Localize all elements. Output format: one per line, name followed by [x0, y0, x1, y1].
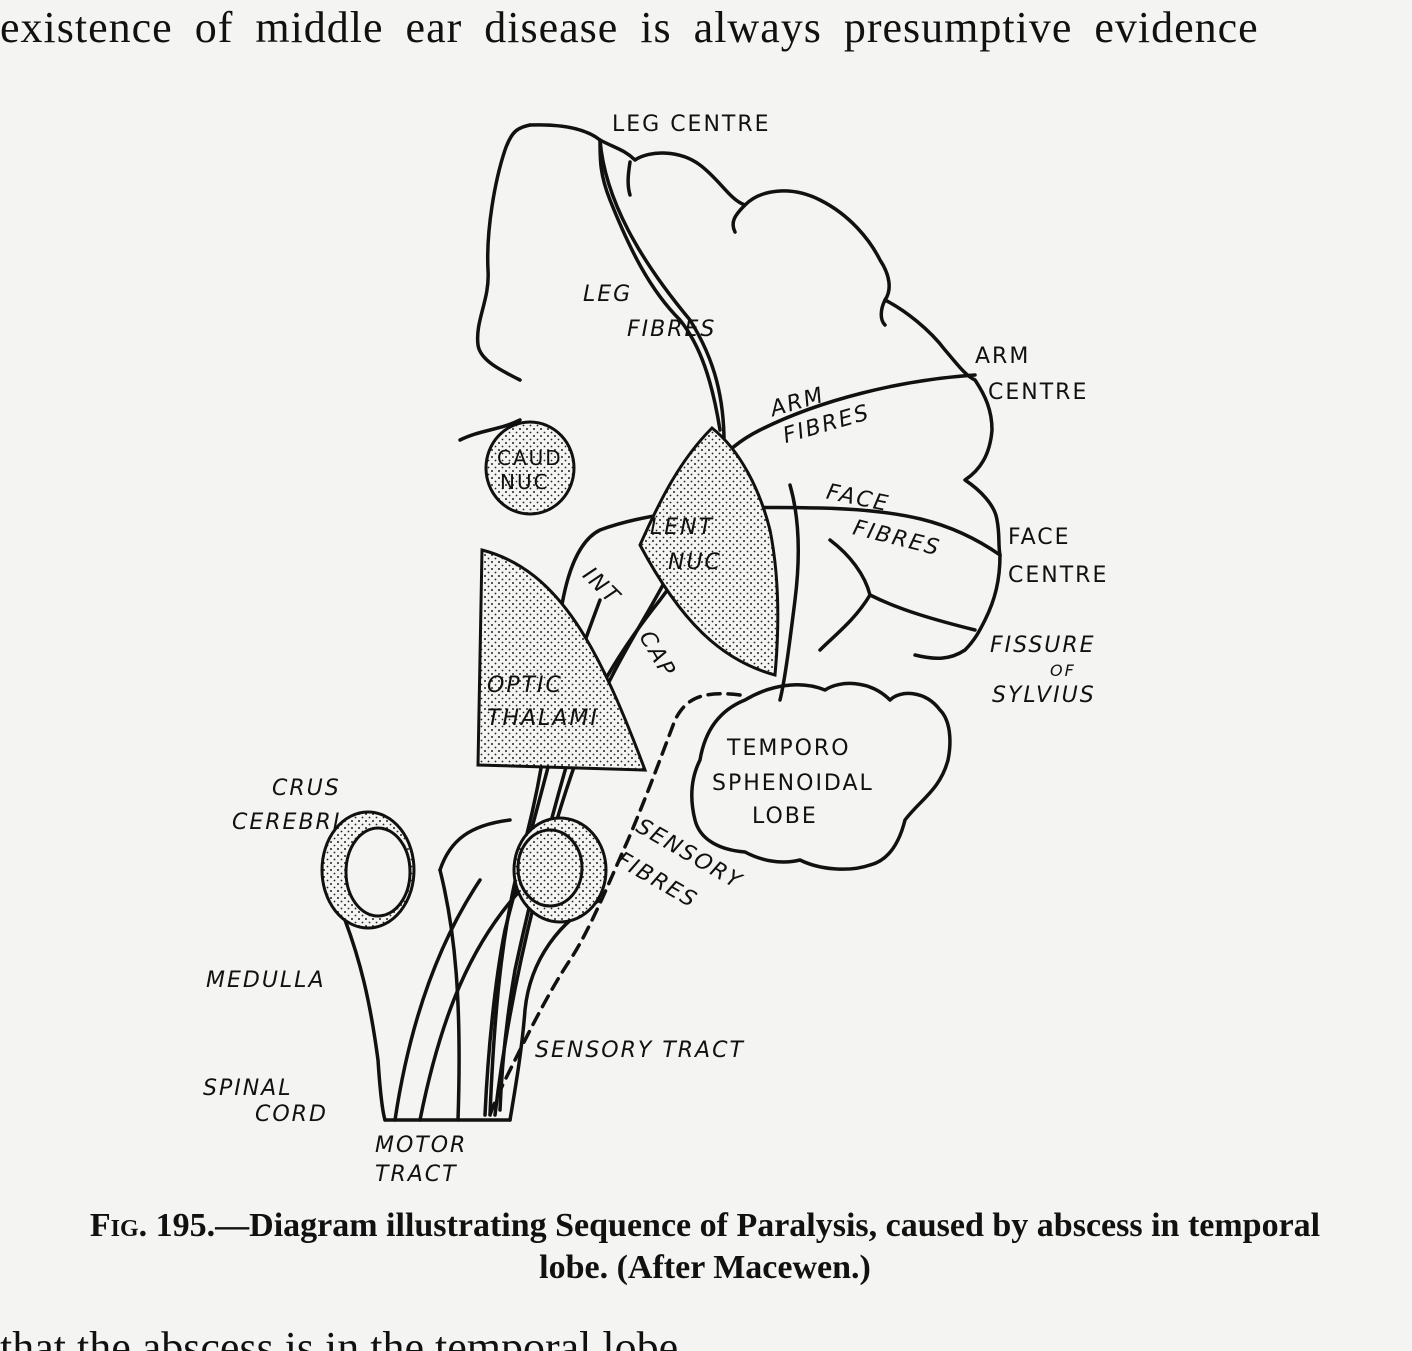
peduncle-mid [438, 818, 512, 872]
motor-line-2 [418, 878, 532, 1122]
peduncle-mid-down [438, 868, 461, 1122]
label-crus-1: CRUS [272, 776, 341, 801]
hemisphere-left-edge [475, 123, 532, 382]
label-caud-nuc-1: CAUD [497, 446, 563, 470]
label-medulla: MEDULLA [206, 968, 326, 993]
label-fissure-3: SYLVIUS [992, 683, 1096, 708]
lentiform-nucleus [638, 425, 780, 677]
peduncle-left [343, 918, 387, 1122]
label-lent-nuc-2: NUC [668, 550, 722, 575]
label-temporo-2: SPHENOIDAL [712, 771, 874, 796]
label-temporo-1: TEMPORO [727, 736, 851, 761]
body-text-bottom: that the abscess is in the temporal lobe [0, 1323, 679, 1351]
brainstem-outline-left [458, 418, 522, 442]
figure-number: Fig. 195. [89, 1207, 216, 1244]
sylvian-fissure [818, 538, 872, 652]
label-leg-fibres-1: LEG [583, 282, 633, 307]
crus-cerebri-left [320, 810, 416, 930]
gyrus-top-mid [731, 203, 747, 234]
label-face-centre-2: CENTRE [1008, 563, 1109, 588]
label-crus-2: CEREBRI [232, 810, 342, 835]
caudate-nucleus [484, 420, 576, 516]
label-leg-centre: LEG CENTRE [612, 112, 771, 137]
sylvian-branch [868, 593, 977, 632]
label-arm-centre-1: ARM [975, 344, 1031, 369]
label-caud-nuc-2: NUC [500, 470, 550, 494]
arm-fibres-line [493, 373, 977, 1117]
label-spinal-cord-1: SPINAL [203, 1076, 293, 1101]
temporal-lobe-outline [689, 681, 952, 871]
caption-text: —Diagram illustrating Sequence of Paraly… [215, 1207, 1321, 1286]
label-leg-fibres-2: FIBRES [627, 317, 717, 342]
label-lent-nuc-1: LENT [650, 515, 715, 540]
label-optic-thalami-1: OPTIC [487, 673, 563, 698]
label-fissure-1: FISSURE [990, 633, 1096, 658]
medial-wall [598, 138, 722, 432]
sensory-path [488, 692, 742, 1117]
motor-line-1 [393, 878, 482, 1122]
hemisphere-outline [528, 123, 1002, 661]
figure-caption: Fig. 195.—Diagram illustrating Sequence … [60, 1205, 1350, 1289]
label-face-centre-1: FACE [1008, 525, 1071, 550]
label-temporo-3: LOBE [752, 804, 818, 829]
label-motor-tract-2: TRACT [375, 1162, 458, 1187]
int-cap-line-inner [778, 483, 800, 702]
gyrus-top-left [626, 160, 632, 197]
label-sensory-tract: SENSORY TRACT [535, 1038, 745, 1063]
body-text-top: existence of middle ear disease is alway… [0, 3, 1259, 52]
leg-fibres-line [498, 138, 726, 1112]
optic-thalamus [476, 548, 648, 772]
gyrus-right [879, 298, 887, 327]
label-motor-tract-1: MOTOR [375, 1133, 468, 1158]
label-arm-centre-2: CENTRE [988, 380, 1089, 405]
crus-cerebri-right [512, 816, 608, 924]
label-optic-thalami-2: THALAMI [487, 706, 599, 731]
label-fissure-2: OF [1050, 661, 1076, 680]
label-spinal-cord-2: CORD [255, 1102, 328, 1127]
